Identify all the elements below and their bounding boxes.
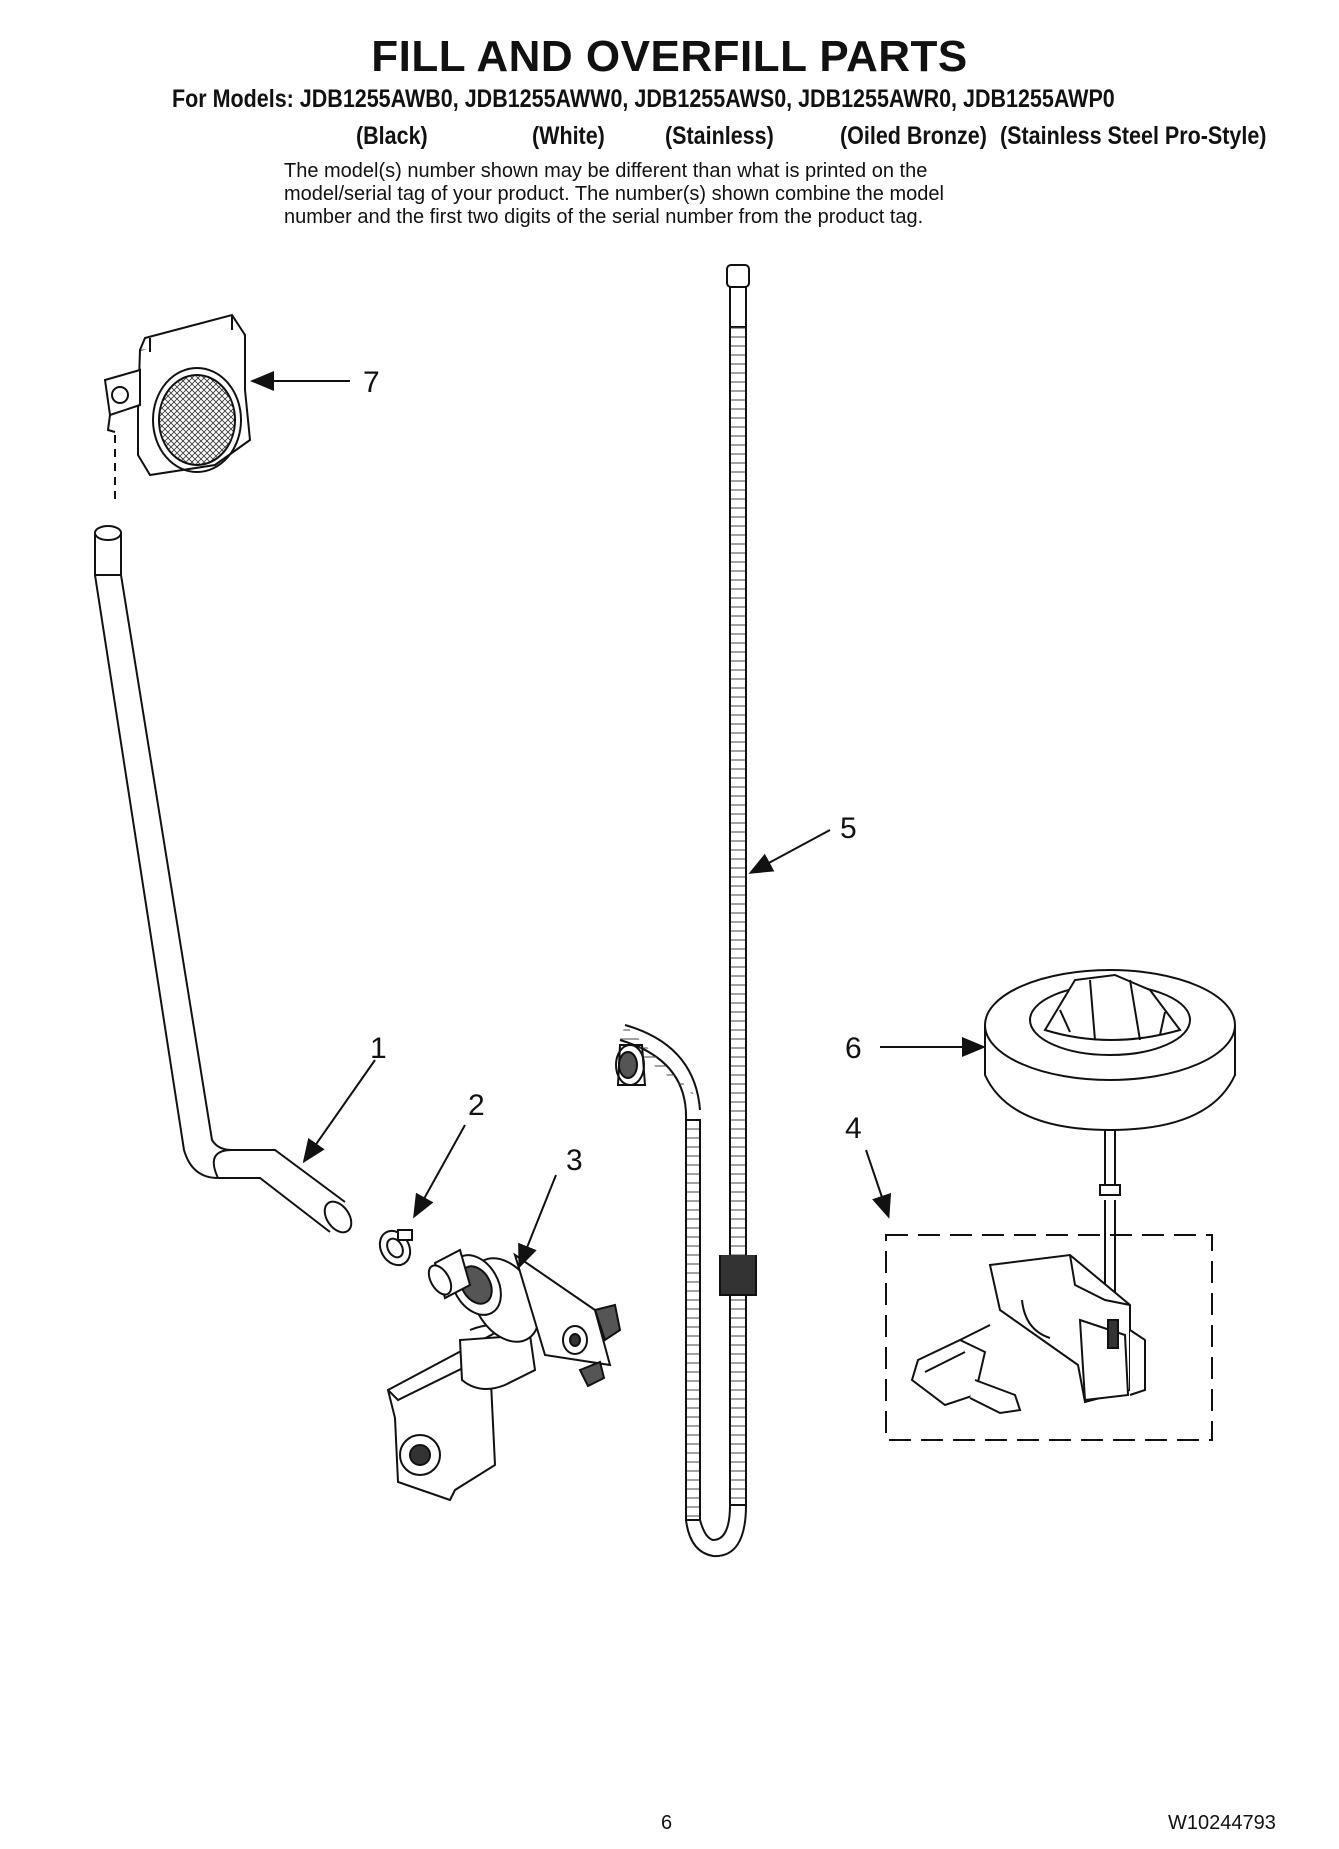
variant-white: (White) xyxy=(532,122,605,150)
document-number: W10244793 xyxy=(1168,1812,1276,1834)
model-note: The model(s) number shown may be differe… xyxy=(284,160,1084,229)
variant-black: (Black) xyxy=(356,122,428,150)
part-3-water-valve xyxy=(386,1248,622,1502)
part-2-clamp xyxy=(378,1229,413,1267)
page-title: FILL AND OVERFILL PARTS xyxy=(371,32,968,81)
callout-5: 5 xyxy=(840,812,857,845)
variant-stainless: (Stainless) xyxy=(665,122,774,150)
note-line-1: The model(s) number shown may be differe… xyxy=(284,160,928,182)
note-line-2: model/serial tag of your product. The nu… xyxy=(284,183,944,205)
callout-1: 1 xyxy=(370,1032,387,1065)
page-number: 6 xyxy=(661,1812,673,1834)
part-4-float-switch xyxy=(885,1200,1213,1441)
models-line: For Models: JDB1255AWB0, JDB1255AWW0, JD… xyxy=(172,85,1115,113)
variant-oiled-bronze: (Oiled Bronze) xyxy=(840,122,987,150)
callout-7: 7 xyxy=(363,366,380,399)
part-7-vent xyxy=(103,313,252,500)
part-6-float xyxy=(984,969,1236,1196)
part-1-fill-hose xyxy=(94,525,353,1234)
callout-3: 3 xyxy=(566,1144,583,1177)
callout-2: 2 xyxy=(468,1089,485,1122)
part-5-inlet-hose xyxy=(615,264,757,1558)
callout-4: 4 xyxy=(845,1112,862,1145)
variant-stainless-pro-style: (Stainless Steel Pro-Style) xyxy=(1000,122,1267,150)
note-line-3: number and the first two digits of the s… xyxy=(284,206,924,228)
callout-6: 6 xyxy=(845,1032,862,1065)
